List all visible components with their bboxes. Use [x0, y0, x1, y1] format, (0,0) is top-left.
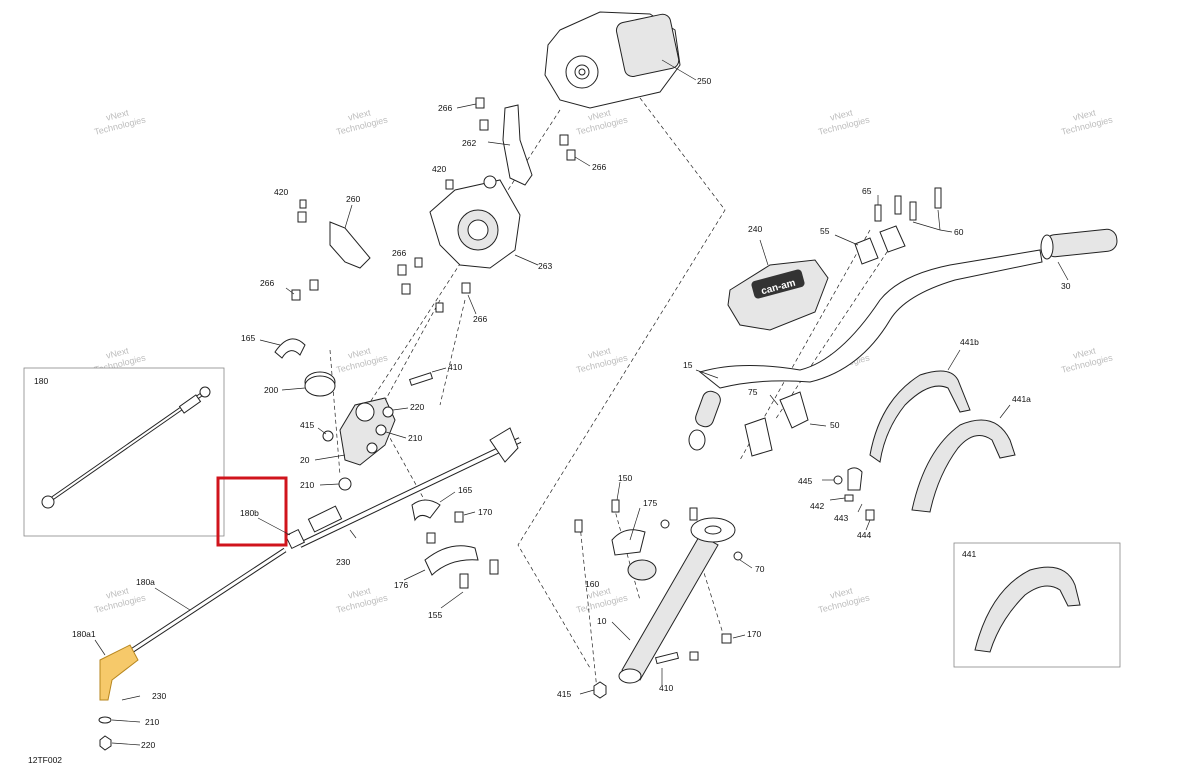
callout-266[interactable]: 266 — [392, 248, 406, 258]
callout-210[interactable]: 210 — [145, 717, 159, 727]
callout-266[interactable]: 266 — [473, 314, 487, 324]
steering-column — [574, 481, 753, 699]
callout-180a[interactable]: 180a — [136, 577, 155, 587]
callout-220[interactable]: 220 — [141, 740, 155, 750]
tie-rod-180a — [94, 517, 291, 751]
callout-60[interactable]: 60 — [954, 227, 964, 237]
handlebar-assembly — [688, 228, 1118, 451]
callout-266[interactable]: 266 — [438, 103, 452, 113]
callout-263[interactable]: 263 — [538, 261, 552, 271]
callout-441a[interactable]: 441a — [1012, 394, 1031, 404]
callout-410[interactable]: 410 — [659, 683, 673, 693]
callout-220[interactable]: 220 — [410, 402, 424, 412]
steering-frame-bracket — [429, 175, 539, 269]
callout-230[interactable]: 230 — [152, 691, 166, 701]
callout-180a1[interactable]: 180a1 — [72, 629, 96, 639]
callout-165[interactable]: 165 — [241, 333, 255, 343]
callout-442[interactable]: 442 — [810, 501, 824, 511]
callout-55[interactable]: 55 — [820, 226, 830, 236]
motor-support-bracket — [487, 104, 533, 186]
callout-165[interactable]: 165 — [458, 485, 472, 495]
callout-445[interactable]: 445 — [798, 476, 812, 486]
callout-420[interactable]: 420 — [274, 187, 288, 197]
callout-75[interactable]: 75 — [748, 387, 758, 397]
callout-444[interactable]: 444 — [857, 530, 871, 540]
callout-410[interactable]: 410 — [448, 362, 462, 372]
callout-443[interactable]: 443 — [834, 513, 848, 523]
inset-tie-rod-180: 180 — [23, 367, 225, 537]
callout-262[interactable]: 262 — [462, 138, 476, 148]
lower-clamp-group — [403, 511, 499, 609]
handlebar-pad: can-am — [727, 239, 829, 331]
callout-266[interactable]: 266 — [260, 278, 274, 288]
callout-176[interactable]: 176 — [394, 580, 408, 590]
callout-175[interactable]: 175 — [643, 498, 657, 508]
fasteners-upper-left — [285, 179, 477, 315]
callout-65[interactable]: 65 — [862, 186, 872, 196]
callout-170[interactable]: 170 — [478, 507, 492, 517]
callout-210[interactable]: 210 — [300, 480, 314, 490]
callout-230[interactable]: 230 — [336, 557, 350, 567]
tie-rod-assembly — [284, 427, 522, 550]
callout-200[interactable]: 200 — [264, 385, 278, 395]
tie-rod-end-180a1 — [99, 644, 139, 701]
hand-guards — [822, 349, 1016, 531]
callout-210[interactable]: 210 — [408, 433, 422, 443]
callout-70[interactable]: 70 — [755, 564, 765, 574]
callout-266[interactable]: 266 — [592, 162, 606, 172]
inset-label-441: 441 — [962, 549, 976, 559]
callout-150[interactable]: 150 — [618, 473, 632, 483]
callout-240[interactable]: 240 — [748, 224, 762, 234]
callout-441b[interactable]: 441b — [960, 337, 979, 347]
callout-415[interactable]: 415 — [300, 420, 314, 430]
mounting-plate-260 — [329, 204, 371, 269]
inset-label-180: 180 — [34, 376, 48, 386]
callout-420[interactable]: 420 — [432, 164, 446, 174]
callout-250[interactable]: 250 — [697, 76, 711, 86]
diagram-code: 12TF002 — [28, 755, 62, 765]
handlebar-clamps — [744, 187, 953, 457]
power-steering-motor — [544, 11, 697, 109]
callout-15[interactable]: 15 — [683, 360, 693, 370]
part-number-labels: 250 266 262 266 420 420 260 266 266 263 … — [28, 76, 1071, 765]
callout-160[interactable]: 160 — [585, 579, 599, 589]
callout-170[interactable]: 170 — [747, 629, 761, 639]
bolt-group-266-upper — [456, 97, 591, 167]
callout-30[interactable]: 30 — [1061, 281, 1071, 291]
callout-50[interactable]: 50 — [830, 420, 840, 430]
callout-155[interactable]: 155 — [428, 610, 442, 620]
callout-10[interactable]: 10 — [597, 616, 607, 626]
callout-180b[interactable]: 180b — [240, 508, 259, 518]
callout-20[interactable]: 20 — [300, 455, 310, 465]
highlight-box-180b — [216, 476, 288, 547]
steering-column-lower-parts — [259, 338, 447, 491]
callout-415[interactable]: 415 — [557, 689, 571, 699]
inset-guard-441: 441 — [953, 542, 1121, 668]
callout-260[interactable]: 260 — [346, 194, 360, 204]
